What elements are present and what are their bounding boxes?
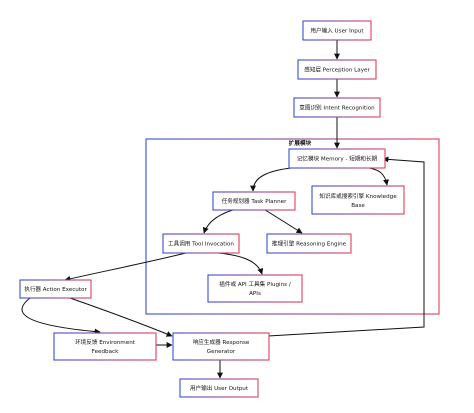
node-environment-feedback: 环境反馈 Environment Feedback xyxy=(53,332,157,361)
edge-tool-to-plugins xyxy=(204,251,264,275)
node-perception-layer: 感知层 Perception Layer xyxy=(297,59,377,80)
extension-module-group: 扩展模块 xyxy=(145,138,440,315)
edge-tool-to-executor xyxy=(64,251,191,282)
node-response-generator: 响应生成器 Response Generator xyxy=(172,332,270,361)
user-input-label: 用户输入 User Input xyxy=(310,27,364,35)
node-user-output: 用户输出 User Output xyxy=(179,378,259,398)
edge-memory-to-planner xyxy=(250,166,301,192)
edges xyxy=(21,40,425,379)
memory-label: 记忆模块 Memory - 短期和长期 xyxy=(297,155,378,163)
extension-module-title: 扩展模块 xyxy=(289,139,312,147)
response-generator-label-line1: 响应生成器 Response xyxy=(193,338,250,346)
environment-feedback-label-line2: Feedback xyxy=(92,349,119,355)
node-task-planner: 任务规划器 Task Planner xyxy=(212,191,296,211)
edge-planner-to-tool xyxy=(202,207,241,234)
node-plugins-apis: 插件或 API 工具集 Plugins / APIs xyxy=(207,274,303,303)
edge-planner-to-reasoning xyxy=(261,207,303,234)
action-executor-label: 执行器 Action Executor xyxy=(24,285,87,293)
node-user-input: 用户输入 User Input xyxy=(302,20,372,41)
node-tool-invocation: 工具调用 Tool Invocation xyxy=(162,233,240,254)
tool-invocation-label: 工具调用 Tool Invocation xyxy=(168,240,234,248)
task-planner-label: 任务规划器 Task Planner xyxy=(222,197,287,205)
knowledge-base-label-line2: Base xyxy=(351,203,365,209)
intent-recognition-label: 意图识别 Intent Recognition xyxy=(299,104,375,112)
user-output-label: 用户输出 User Output xyxy=(190,384,249,392)
node-knowledge-base: 知识库或搜索引擎 Knowledge Base xyxy=(311,185,405,215)
response-generator-label-line2: Generator xyxy=(207,349,236,355)
node-action-executor: 执行器 Action Executor xyxy=(19,279,92,299)
edge-executor-to-response xyxy=(69,297,173,337)
node-reasoning-engine: 推理引擎 Reasoning Engine xyxy=(266,233,352,254)
plugins-apis-label-line2: APIs xyxy=(249,291,261,297)
edge-response-to-memory xyxy=(267,156,425,337)
perception-layer-label: 感知层 Perception Layer xyxy=(304,66,370,74)
node-intent-recognition: 意图识别 Intent Recognition xyxy=(293,97,381,118)
edge-executor-to-feedback xyxy=(21,297,101,335)
knowledge-base-label-line1: 知识库或搜索引擎 Knowledge xyxy=(319,192,397,200)
reasoning-engine-label: 推理引擎 Reasoning Engine xyxy=(272,240,347,248)
environment-feedback-label-line1: 环境反馈 Environment xyxy=(75,338,136,346)
plugins-apis-label-line1: 插件或 API 工具集 Plugins / xyxy=(219,280,291,288)
node-memory: 记忆模块 Memory - 短期和长期 xyxy=(288,148,386,169)
edge-memory-to-knowledge xyxy=(359,166,389,186)
